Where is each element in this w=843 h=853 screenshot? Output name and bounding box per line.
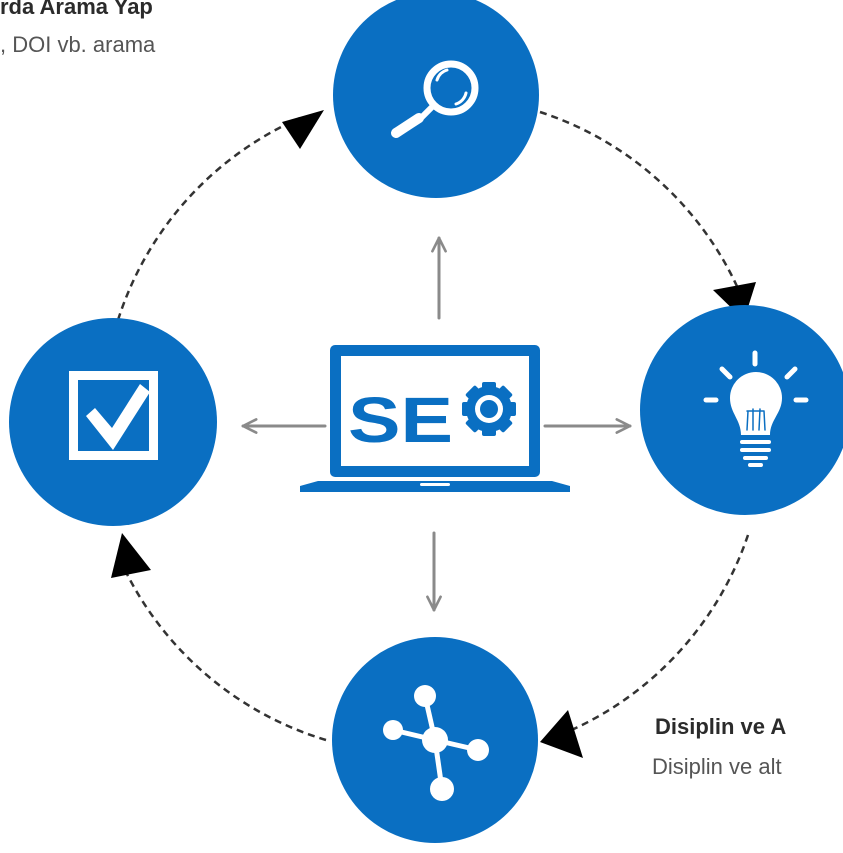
network-node[interactable] bbox=[332, 637, 538, 843]
search-callout-title: rda Arama Yap bbox=[0, 0, 153, 19]
center-connectors bbox=[241, 236, 632, 612]
seo-laptop: SE bbox=[300, 345, 570, 492]
arc-network-to-checklist bbox=[116, 554, 327, 742]
arrowhead-to-search bbox=[282, 110, 324, 149]
laptop-base bbox=[300, 481, 570, 492]
search-callout-description: , DOI vb. arama bbox=[0, 32, 156, 57]
seo-logo-text: SE bbox=[348, 384, 453, 456]
laptop-notch bbox=[420, 483, 450, 486]
search-node[interactable] bbox=[333, 0, 539, 198]
lightbulb-icon bbox=[703, 350, 809, 467]
gear-icon bbox=[462, 382, 516, 436]
idea-node[interactable] bbox=[640, 305, 843, 515]
arrowhead-to-network bbox=[540, 710, 583, 758]
discipline-callout-title: Disiplin ve A bbox=[655, 714, 787, 739]
arc-checklist-to-search bbox=[116, 116, 301, 321]
discipline-callout-description: Disiplin ve alt bbox=[652, 754, 782, 779]
arrowhead-to-checklist bbox=[111, 533, 151, 578]
magnifier-icon bbox=[391, 60, 479, 138]
network-icon bbox=[383, 685, 489, 801]
search-node-circle bbox=[333, 0, 539, 198]
checkbox-icon bbox=[69, 371, 158, 460]
checklist-node[interactable] bbox=[9, 318, 217, 526]
arc-search-to-idea bbox=[539, 110, 745, 301]
cycle-connectors bbox=[116, 110, 750, 742]
arc-idea-to-network bbox=[559, 534, 750, 737]
